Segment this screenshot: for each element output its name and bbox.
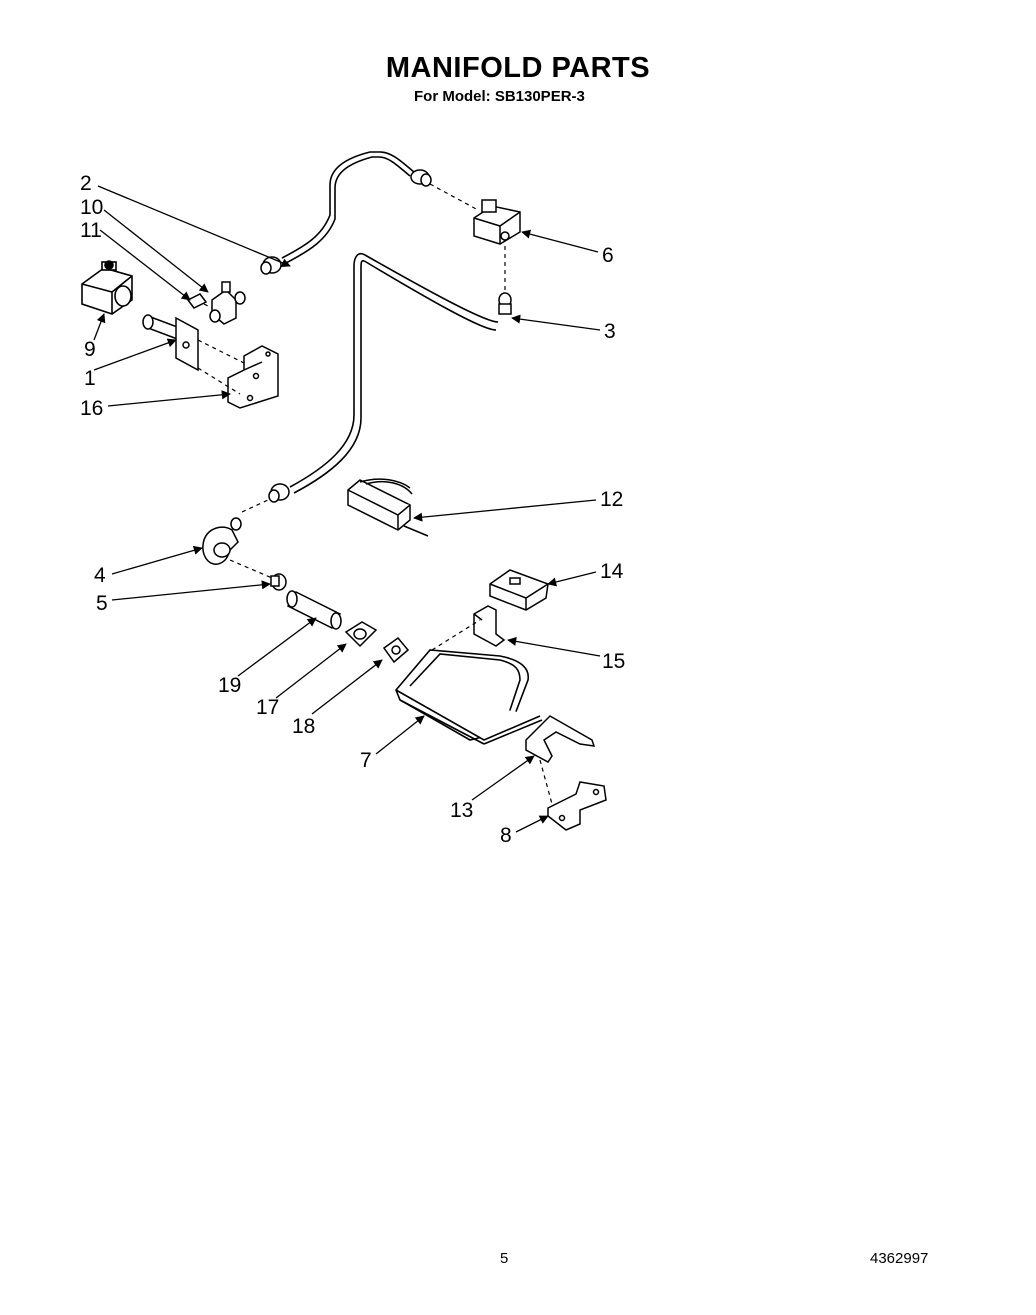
callout-8: 8 — [500, 824, 512, 847]
callout-1: 1 — [84, 367, 96, 390]
part-7-burner — [395, 649, 543, 745]
callout-18: 18 — [292, 715, 315, 738]
part-19-cylinder — [286, 590, 342, 630]
callout-7: 7 — [360, 749, 372, 772]
part-3-fitting — [498, 292, 512, 315]
fitting-lower-left — [268, 483, 290, 503]
part-5-nut — [270, 573, 287, 591]
callout-14: 14 — [600, 560, 624, 583]
part-12-wire-assembly — [347, 478, 429, 537]
page-number: 5 — [500, 1250, 509, 1267]
part-8-bracket — [547, 781, 607, 831]
part-14-block — [489, 569, 549, 611]
callout-6: 6 — [602, 244, 614, 267]
callout-10: 10 — [80, 196, 103, 219]
fitting-upper-left — [260, 256, 282, 275]
part-6-connector — [473, 199, 521, 245]
part-13-bracket — [525, 715, 596, 763]
callout-19: 19 — [218, 674, 241, 697]
callout-16: 16 — [80, 397, 103, 420]
callout-13: 13 — [450, 799, 473, 822]
callout-5: 5 — [96, 592, 108, 615]
part-10-11-fittings — [186, 281, 246, 325]
tube-lower — [289, 252, 499, 494]
callout-2: 2 — [80, 172, 92, 195]
callout-3: 3 — [604, 320, 616, 343]
fitting-upper-right — [410, 169, 432, 187]
model-subtitle: For Model: SB130PER-3 — [414, 88, 585, 105]
tube-upper — [281, 151, 415, 264]
page-title: MANIFOLD PARTS — [385, 52, 651, 84]
callout-11: 11 — [80, 219, 102, 242]
part-4-elbow — [202, 517, 242, 565]
assembly-dashed-lines — [197, 183, 553, 805]
part-1-tube-bracket — [142, 314, 199, 372]
callout-17: 17 — [256, 696, 279, 719]
part-17-gasket-plate — [344, 621, 378, 648]
part-9-valve — [81, 260, 133, 315]
document-number: 4362997 — [870, 1250, 929, 1267]
callout-12: 12 — [600, 488, 623, 511]
part-16-bracket — [227, 345, 279, 409]
callout-4: 4 — [94, 564, 106, 587]
callout-9: 9 — [84, 338, 96, 361]
part-15-bracket — [473, 605, 506, 647]
callout-labels: 2 10 11 9 1 16 6 3 12 14 15 4 5 19 17 18… — [80, 172, 625, 847]
leader-arrows — [93, 185, 601, 833]
part-18-gasket — [382, 636, 410, 664]
callout-15: 15 — [602, 650, 625, 673]
